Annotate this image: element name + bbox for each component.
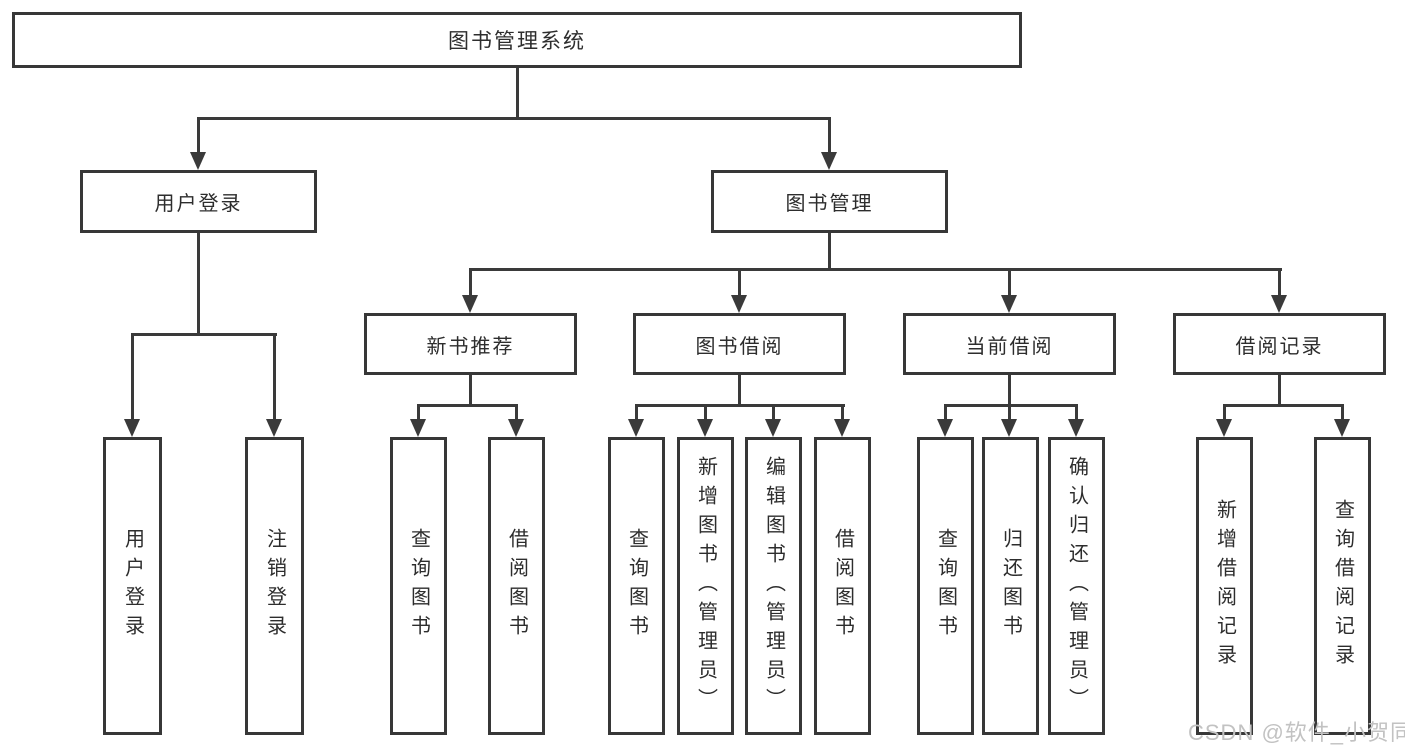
- connector-line: [635, 404, 845, 407]
- connector-line: [197, 117, 200, 153]
- arrowhead-down-icon: [266, 419, 282, 437]
- arrowhead-down-icon: [937, 419, 953, 437]
- arrowhead-down-icon: [1271, 295, 1287, 313]
- connector-line: [704, 404, 707, 420]
- arrowhead-down-icon: [410, 419, 426, 437]
- connector-line: [635, 404, 638, 420]
- node-new-book-recommendation: 新书推荐: [364, 313, 577, 375]
- arrowhead-down-icon: [190, 152, 206, 170]
- arrowhead-down-icon: [1001, 419, 1017, 437]
- node-library-management-system: 图书管理系统: [12, 12, 1022, 68]
- connector-line: [273, 333, 276, 420]
- connector-line: [417, 404, 518, 407]
- connector-line: [131, 333, 277, 336]
- arrowhead-down-icon: [1001, 295, 1017, 313]
- leaf-add-borrow-record: 新增借阅记录: [1196, 437, 1253, 735]
- connector-line: [417, 404, 420, 420]
- leaf-user-login: 用户登录: [103, 437, 162, 735]
- leaf-edit-book-admin: 编辑图书（管理员）: [745, 437, 802, 735]
- arrowhead-down-icon: [765, 419, 781, 437]
- node-borrowing-records: 借阅记录: [1173, 313, 1386, 375]
- connector-line: [772, 404, 775, 420]
- arrowhead-down-icon: [628, 419, 644, 437]
- connector-line: [515, 404, 518, 420]
- csdn-watermark: CSDN @软件_小贺同学: [1188, 720, 1405, 745]
- leaf-add-book-admin: 新增图书（管理员）: [677, 437, 734, 735]
- connector-line: [1223, 404, 1344, 407]
- leaf-return-book: 归还图书: [982, 437, 1039, 735]
- arrowhead-down-icon: [1216, 419, 1232, 437]
- connector-line: [1278, 268, 1281, 296]
- leaf-query-book: 查询图书: [917, 437, 974, 735]
- connector-line: [944, 404, 947, 420]
- connector-line: [1008, 375, 1011, 407]
- connector-line: [944, 404, 1078, 407]
- connector-line: [738, 268, 741, 296]
- connector-line: [469, 268, 472, 296]
- connector-line: [131, 333, 134, 420]
- connector-line: [1278, 375, 1281, 407]
- connector-line: [197, 233, 200, 333]
- arrowhead-down-icon: [508, 419, 524, 437]
- connector-line: [1008, 268, 1011, 296]
- node-book-borrowing: 图书借阅: [633, 313, 846, 375]
- arrowhead-down-icon: [697, 419, 713, 437]
- connector-line: [738, 375, 741, 407]
- connector-line: [1341, 404, 1344, 420]
- arrowhead-down-icon: [462, 295, 478, 313]
- connector-line: [1008, 404, 1011, 420]
- connector-line: [841, 404, 844, 420]
- arrowhead-down-icon: [1068, 419, 1084, 437]
- arrowhead-down-icon: [834, 419, 850, 437]
- node-current-borrowing: 当前借阅: [903, 313, 1116, 375]
- connector-line: [828, 233, 831, 271]
- leaf-borrow-book: 借阅图书: [488, 437, 545, 735]
- leaf-query-borrow-record: 查询借阅记录: [1314, 437, 1371, 735]
- node-user-login: 用户登录: [80, 170, 317, 233]
- arrowhead-down-icon: [821, 152, 837, 170]
- arrowhead-down-icon: [124, 419, 140, 437]
- leaf-confirm-return-admin: 确认归还（管理员）: [1048, 437, 1105, 735]
- connector-line: [828, 117, 831, 153]
- connector-line: [469, 268, 1282, 271]
- connector-line: [1075, 404, 1078, 420]
- leaf-query-book: 查询图书: [608, 437, 665, 735]
- node-book-management: 图书管理: [711, 170, 948, 233]
- leaf-logout: 注销登录: [245, 437, 304, 735]
- arrowhead-down-icon: [731, 295, 747, 313]
- connector-line: [469, 375, 472, 407]
- arrowhead-down-icon: [1334, 419, 1350, 437]
- leaf-borrow-book: 借阅图书: [814, 437, 871, 735]
- connector-line: [1223, 404, 1226, 420]
- connector-line: [197, 117, 831, 120]
- connector-line: [516, 68, 519, 120]
- leaf-query-book: 查询图书: [390, 437, 447, 735]
